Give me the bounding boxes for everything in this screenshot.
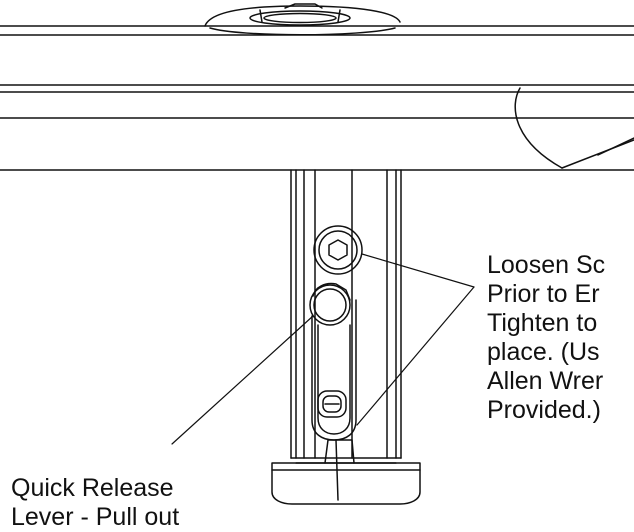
bottom-end-cap xyxy=(271,439,421,505)
callout-line: Quick Release xyxy=(11,474,174,502)
callout-line: Allen Wrer xyxy=(487,367,604,395)
main-beam xyxy=(0,84,634,171)
callout-line: Loosen Sc xyxy=(487,251,606,279)
quick-release-callout: Quick Release Lever - Pull out xyxy=(11,474,179,532)
knob-top xyxy=(249,3,351,26)
callout-line: Lever - Pull out xyxy=(11,503,180,531)
callout-line: Provided.) xyxy=(487,396,601,424)
callout-line: Tighten to xyxy=(487,309,598,337)
hex-screw xyxy=(313,225,363,275)
leader-lines xyxy=(171,253,475,445)
quick-release-lever xyxy=(309,282,357,441)
screw-instruction-callout: Loosen Sc Prior to Er Tighten to place. … xyxy=(487,251,605,425)
assembly-diagram xyxy=(0,3,634,505)
callout-line: Prior to Er xyxy=(487,280,600,308)
top-rail xyxy=(0,3,634,36)
lever-slot-detail xyxy=(317,390,347,418)
callout-line: place. (Us xyxy=(487,338,600,366)
